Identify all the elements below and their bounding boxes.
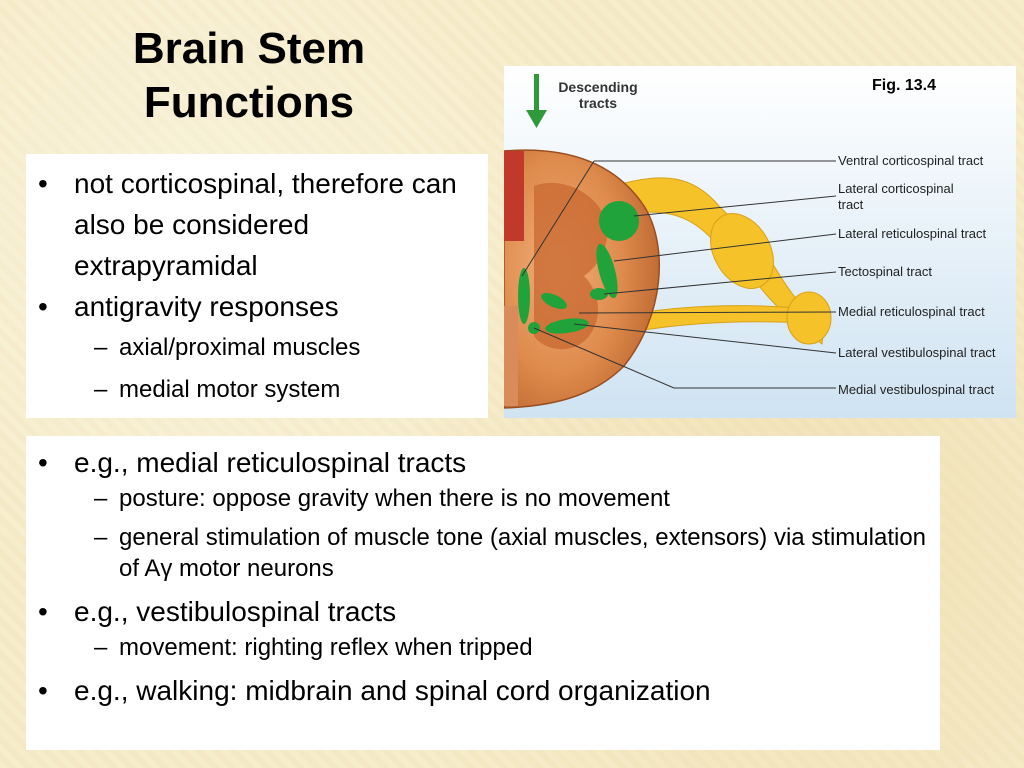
bullet-item: e.g., medial reticulospinal tracts postu… (26, 443, 940, 584)
top-bullet-list: not corticospinal, therefore can also be… (26, 154, 488, 411)
bullet-item: not corticospinal, therefore can also be… (26, 163, 488, 286)
tract-label: Medial vestibulospinal tract (838, 382, 995, 397)
tract-label: Lateral reticulospinal tract (838, 226, 987, 241)
bottom-bullet-list: e.g., medial reticulospinal tracts postu… (26, 436, 940, 711)
slide-title: Brain Stem Functions (84, 22, 414, 130)
descending-arrow-icon (526, 74, 547, 128)
bullet-item: e.g., vestibulospinal tracts movement: r… (26, 592, 940, 663)
bullet-text: e.g., medial reticulospinal tracts (74, 447, 467, 478)
bullet-text: not corticospinal, therefore can also be… (74, 168, 457, 281)
bullet-item: antigravity responses axial/proximal mus… (26, 286, 488, 411)
grey-matter-shape (534, 182, 608, 350)
top-bullet-panel: not corticospinal, therefore can also be… (26, 154, 488, 418)
bullet-text: antigravity responses (74, 291, 339, 322)
sub-bullet-item: movement: righting reflex when tripped (74, 632, 940, 663)
sub-bullet-item: general stimulation of muscle tone (axia… (74, 522, 940, 584)
bullet-item: e.g., walking: midbrain and spinal cord … (26, 671, 940, 711)
sub-bullet-item: axial/proximal muscles (74, 327, 488, 369)
title-line-1: Brain Stem (132, 24, 366, 73)
sub-bullet-item: medial motor system (74, 369, 488, 411)
bullet-text: e.g., walking: midbrain and spinal cord … (74, 675, 711, 706)
leader-lines (521, 160, 837, 389)
sub-bullet-list: posture: oppose gravity when there is no… (74, 483, 940, 584)
bullet-text: e.g., vestibulospinal tracts (74, 596, 397, 627)
spinal-cord-figure: Descending tracts Fig. 13.4 Ventral cort… (504, 66, 1016, 418)
tract-label: Tectospinal tract (838, 264, 932, 279)
tract-label: Lateral vestibulospinal tract (838, 345, 996, 360)
spinal-cord-diagram (504, 66, 1016, 418)
sub-bullet-list: axial/proximal muscles medial motor syst… (74, 327, 488, 411)
title-line-2: Functions (143, 78, 355, 127)
tract-regions (518, 201, 639, 334)
tract-label: Medial reticulospinal tract (838, 304, 985, 319)
sub-bullet-item: posture: oppose gravity when there is no… (74, 483, 940, 514)
tract-label: Lateral corticospinal tract (838, 181, 954, 212)
tract-label: Ventral corticospinal tract (838, 153, 984, 168)
legend-title: Descending tracts (558, 79, 638, 111)
sub-bullet-list: movement: righting reflex when tripped (74, 632, 940, 663)
bottom-bullet-panel: e.g., medial reticulospinal tracts postu… (26, 436, 940, 750)
figure-label: Fig. 13.4 (872, 77, 937, 94)
